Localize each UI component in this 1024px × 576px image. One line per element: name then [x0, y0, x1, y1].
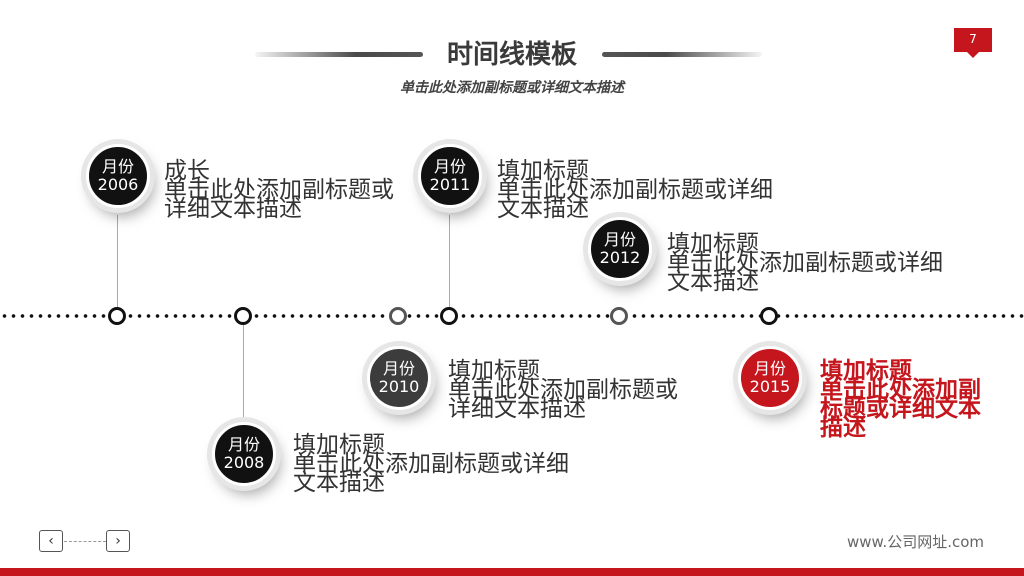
connector-2008: [243, 325, 244, 433]
website-url: www.公司网址.com: [847, 533, 984, 551]
timeline-node-2011: [440, 307, 458, 325]
item-desc: 单击此处添加副标题或详细文本描述: [820, 377, 981, 441]
item-desc: 单击此处添加副标题或详细文本描述: [448, 377, 678, 422]
page-title: 时间线模板: [446, 40, 577, 70]
prev-button[interactable]: ‹: [39, 530, 63, 552]
connector-2011: [449, 215, 450, 307]
page-subtitle: 单击此处添加副标题或详细文本描述: [400, 80, 624, 96]
timeline-node-2010: [389, 307, 407, 325]
item-desc: 单击此处添加副标题或详细文本描述: [293, 451, 569, 496]
item-desc: 单击此处添加副标题或详细文本描述: [667, 250, 943, 295]
timeline-item-2010: 填加标题 单击此处添加副标题或详细文本描述: [448, 358, 683, 422]
month-label: 月份: [227, 435, 260, 454]
timeline-item-2011: 填加标题 单击此处添加副标题或详细文本描述: [497, 158, 777, 222]
year-circle-2010: 月份 2010: [367, 346, 431, 410]
item-desc: 单击此处添加副标题或详细文本描述: [164, 177, 394, 222]
title-brush-right: [602, 52, 762, 57]
timeline-node-2012: [610, 307, 628, 325]
timeline-item-2012: 填加标题 单击此处添加副标题或详细文本描述: [667, 231, 947, 295]
page-number-badge: 7: [954, 28, 992, 58]
item-desc: 单击此处添加副标题或详细文本描述: [497, 177, 773, 222]
timeline-dotted-line: [0, 314, 1024, 318]
title-block: 时间线模板: [0, 38, 1024, 78]
month-label: 月份: [382, 359, 415, 378]
timeline-item-2008: 填加标题 单击此处添加副标题或详细文本描述: [293, 432, 573, 496]
item-title: 填加标题: [820, 358, 912, 384]
year-label: 2010: [378, 377, 420, 396]
chevron-left-icon: ‹: [48, 533, 54, 549]
year-label: 2006: [97, 175, 139, 194]
month-label: 月份: [433, 157, 466, 176]
year-circle-2012: 月份 2012: [588, 217, 652, 281]
timeline-item-2006: 成长 单击此处添加副标题或详细文本描述: [164, 158, 396, 222]
nav-divider: [64, 541, 106, 542]
item-title: 填加标题: [293, 432, 385, 458]
year-circle-2015: 月份 2015: [738, 346, 802, 410]
bottom-accent-bar: [0, 568, 1024, 576]
month-label: 月份: [101, 157, 134, 176]
title-brush-left: [255, 52, 423, 57]
item-title: 成长: [164, 158, 210, 184]
item-title: 填加标题: [497, 158, 589, 184]
year-label: 2012: [599, 248, 641, 267]
year-circle-2011: 月份 2011: [418, 144, 482, 208]
month-label: 月份: [753, 359, 786, 378]
timeline-node-2015: [760, 307, 778, 325]
year-label: 2008: [223, 453, 265, 472]
year-circle-2008: 月份 2008: [212, 422, 276, 486]
chevron-right-icon: ›: [115, 533, 121, 549]
timeline-node-2008: [234, 307, 252, 325]
next-button[interactable]: ›: [106, 530, 130, 552]
timeline-item-2015: 填加标题 单击此处添加副标题或详细文本描述: [820, 358, 986, 441]
month-label: 月份: [603, 230, 636, 249]
item-title: 填加标题: [448, 358, 540, 384]
year-circle-2006: 月份 2006: [86, 144, 150, 208]
year-label: 2011: [429, 175, 471, 194]
item-title: 填加标题: [667, 231, 759, 257]
timeline-node-2006: [108, 307, 126, 325]
year-label: 2015: [749, 377, 791, 396]
connector-2006: [117, 215, 118, 307]
